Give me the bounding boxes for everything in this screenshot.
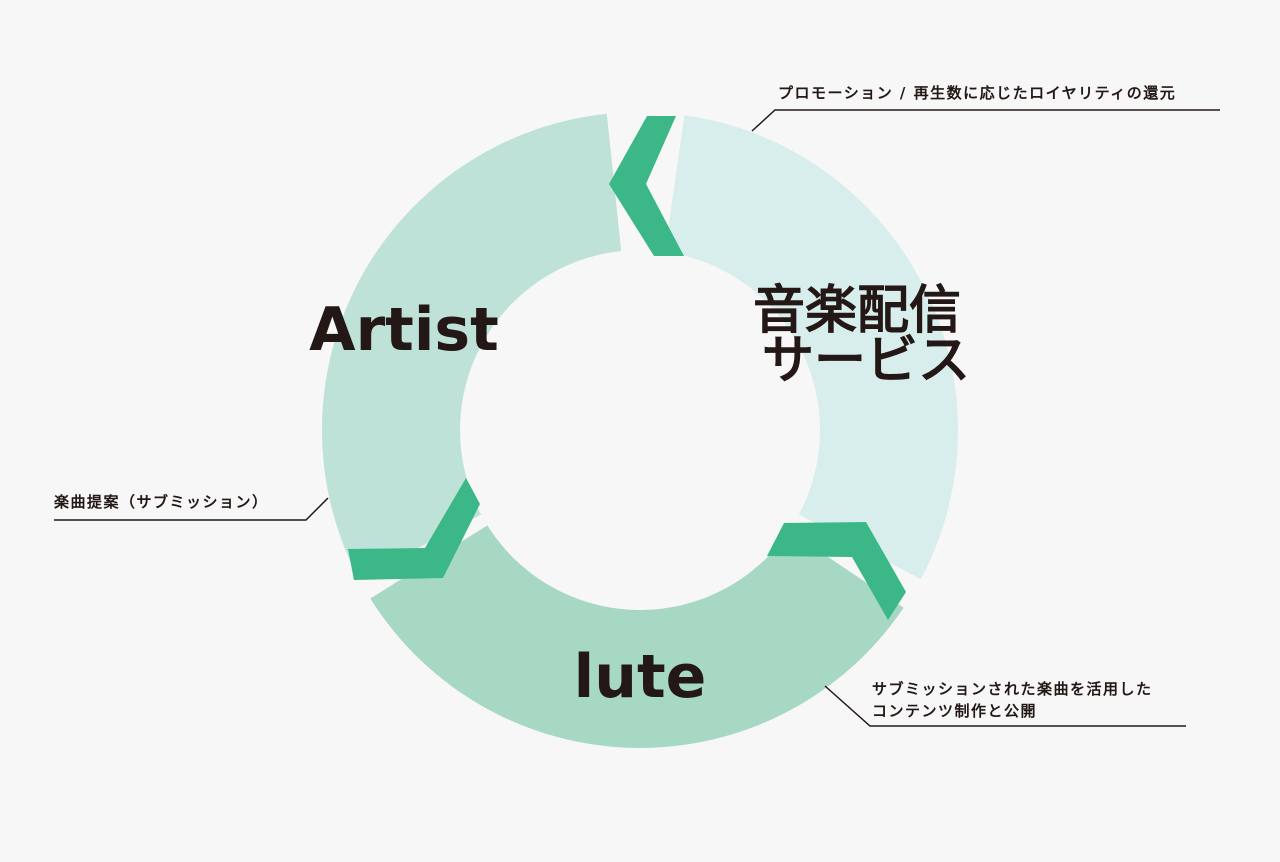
annotation-bottom-right-line2: コンテンツ制作と公開	[872, 702, 1038, 720]
segment-lute	[370, 525, 904, 748]
label-streaming-line2: サービス	[762, 331, 970, 391]
chevron-arrow-right	[767, 522, 906, 620]
annotation-bottom-right-line1: サブミッションされた楽曲を活用した	[872, 680, 1153, 698]
annotation-top-right-line1: プロモーション / 再生数に応じたロイヤリティの還元	[778, 84, 1177, 102]
leader-line-top-right	[751, 109, 1220, 132]
annotation-left: 楽曲提案（サブミッション）	[54, 491, 269, 513]
label-streaming: 音楽配信 サービス	[753, 281, 979, 391]
chevron-arrow-top	[609, 116, 684, 256]
leader-line-left	[54, 497, 329, 521]
label-streaming-line1: 音楽配信	[753, 281, 961, 341]
leader-line-bottom-right	[824, 685, 1186, 727]
annotation-left-line1: 楽曲提案（サブミッション）	[54, 493, 269, 511]
label-artist: Artist	[309, 295, 499, 365]
chevron-arrow-left	[348, 478, 480, 580]
segment-artist	[321, 113, 622, 580]
segment-streaming	[665, 115, 959, 580]
label-lute: lute	[574, 642, 707, 712]
annotation-bottom-right: サブミッションされた楽曲を活用した コンテンツ制作と公開	[872, 678, 1153, 722]
annotation-top-right: プロモーション / 再生数に応じたロイヤリティの還元	[778, 82, 1176, 104]
